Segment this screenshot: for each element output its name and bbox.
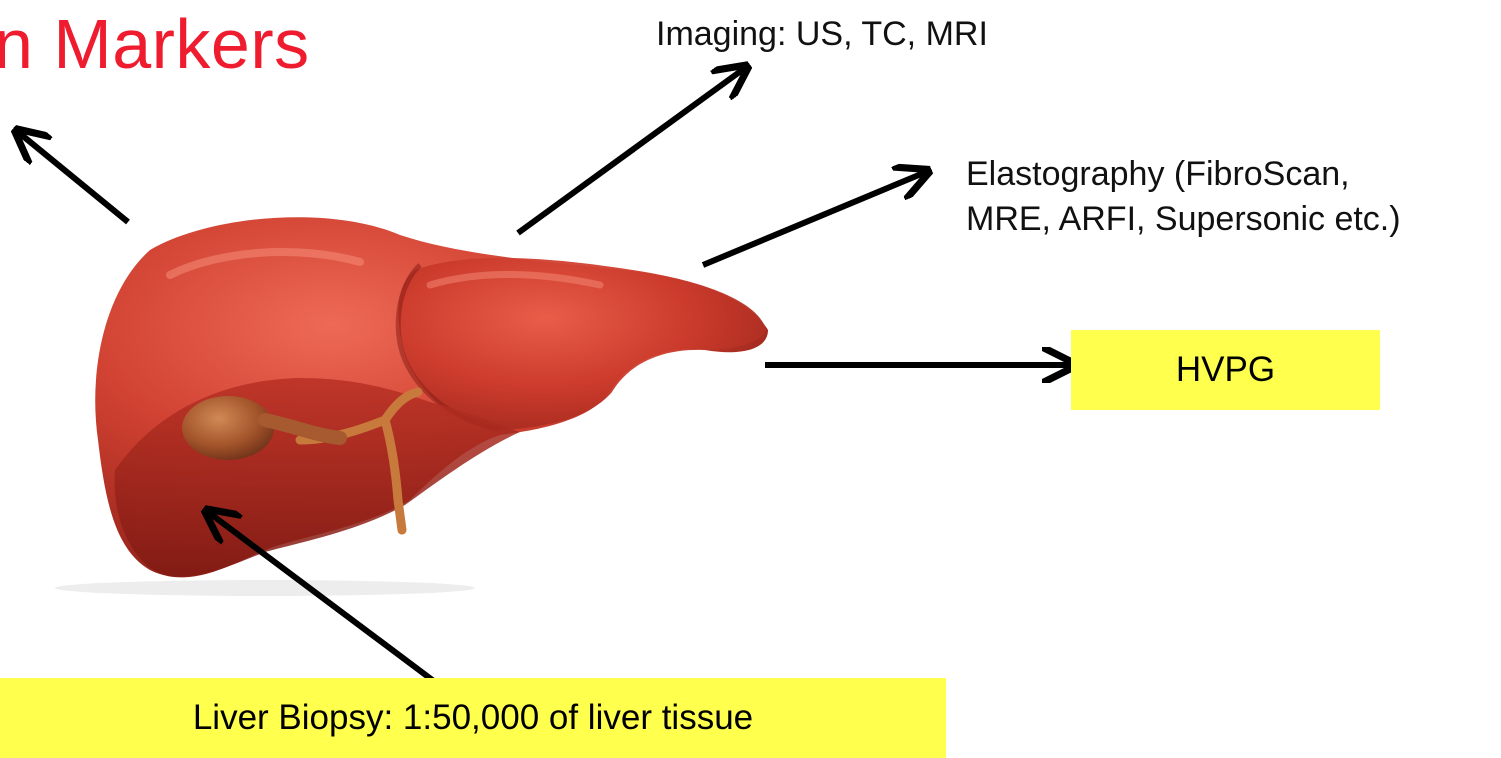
hvpg-highlight-box: HVPG: [1071, 330, 1380, 410]
elastography-label: Elastography (FibroScan, MRE, ARFI, Supe…: [966, 152, 1401, 242]
hvpg-label: HVPG: [1176, 350, 1275, 390]
biopsy-highlight-box: Liver Biopsy: 1:50,000 of liver tissue: [0, 678, 946, 758]
biopsy-label: Liver Biopsy: 1:50,000 of liver tissue: [193, 698, 753, 738]
slide-title: n Markers: [0, 4, 310, 84]
liver-shadow: [55, 580, 475, 596]
elastography-label-line2: MRE, ARFI, Supersonic etc.): [966, 197, 1401, 242]
elastography-label-line1: Elastography (FibroScan,: [966, 152, 1401, 197]
imaging-label: Imaging: US, TC, MRI: [656, 12, 988, 57]
arrow-to-imaging: [518, 68, 745, 233]
gallbladder: [182, 396, 274, 460]
arrow-to-title: [18, 132, 128, 222]
arrow-to-biopsy-site: [208, 512, 435, 682]
arrow-to-elastography: [703, 172, 926, 265]
